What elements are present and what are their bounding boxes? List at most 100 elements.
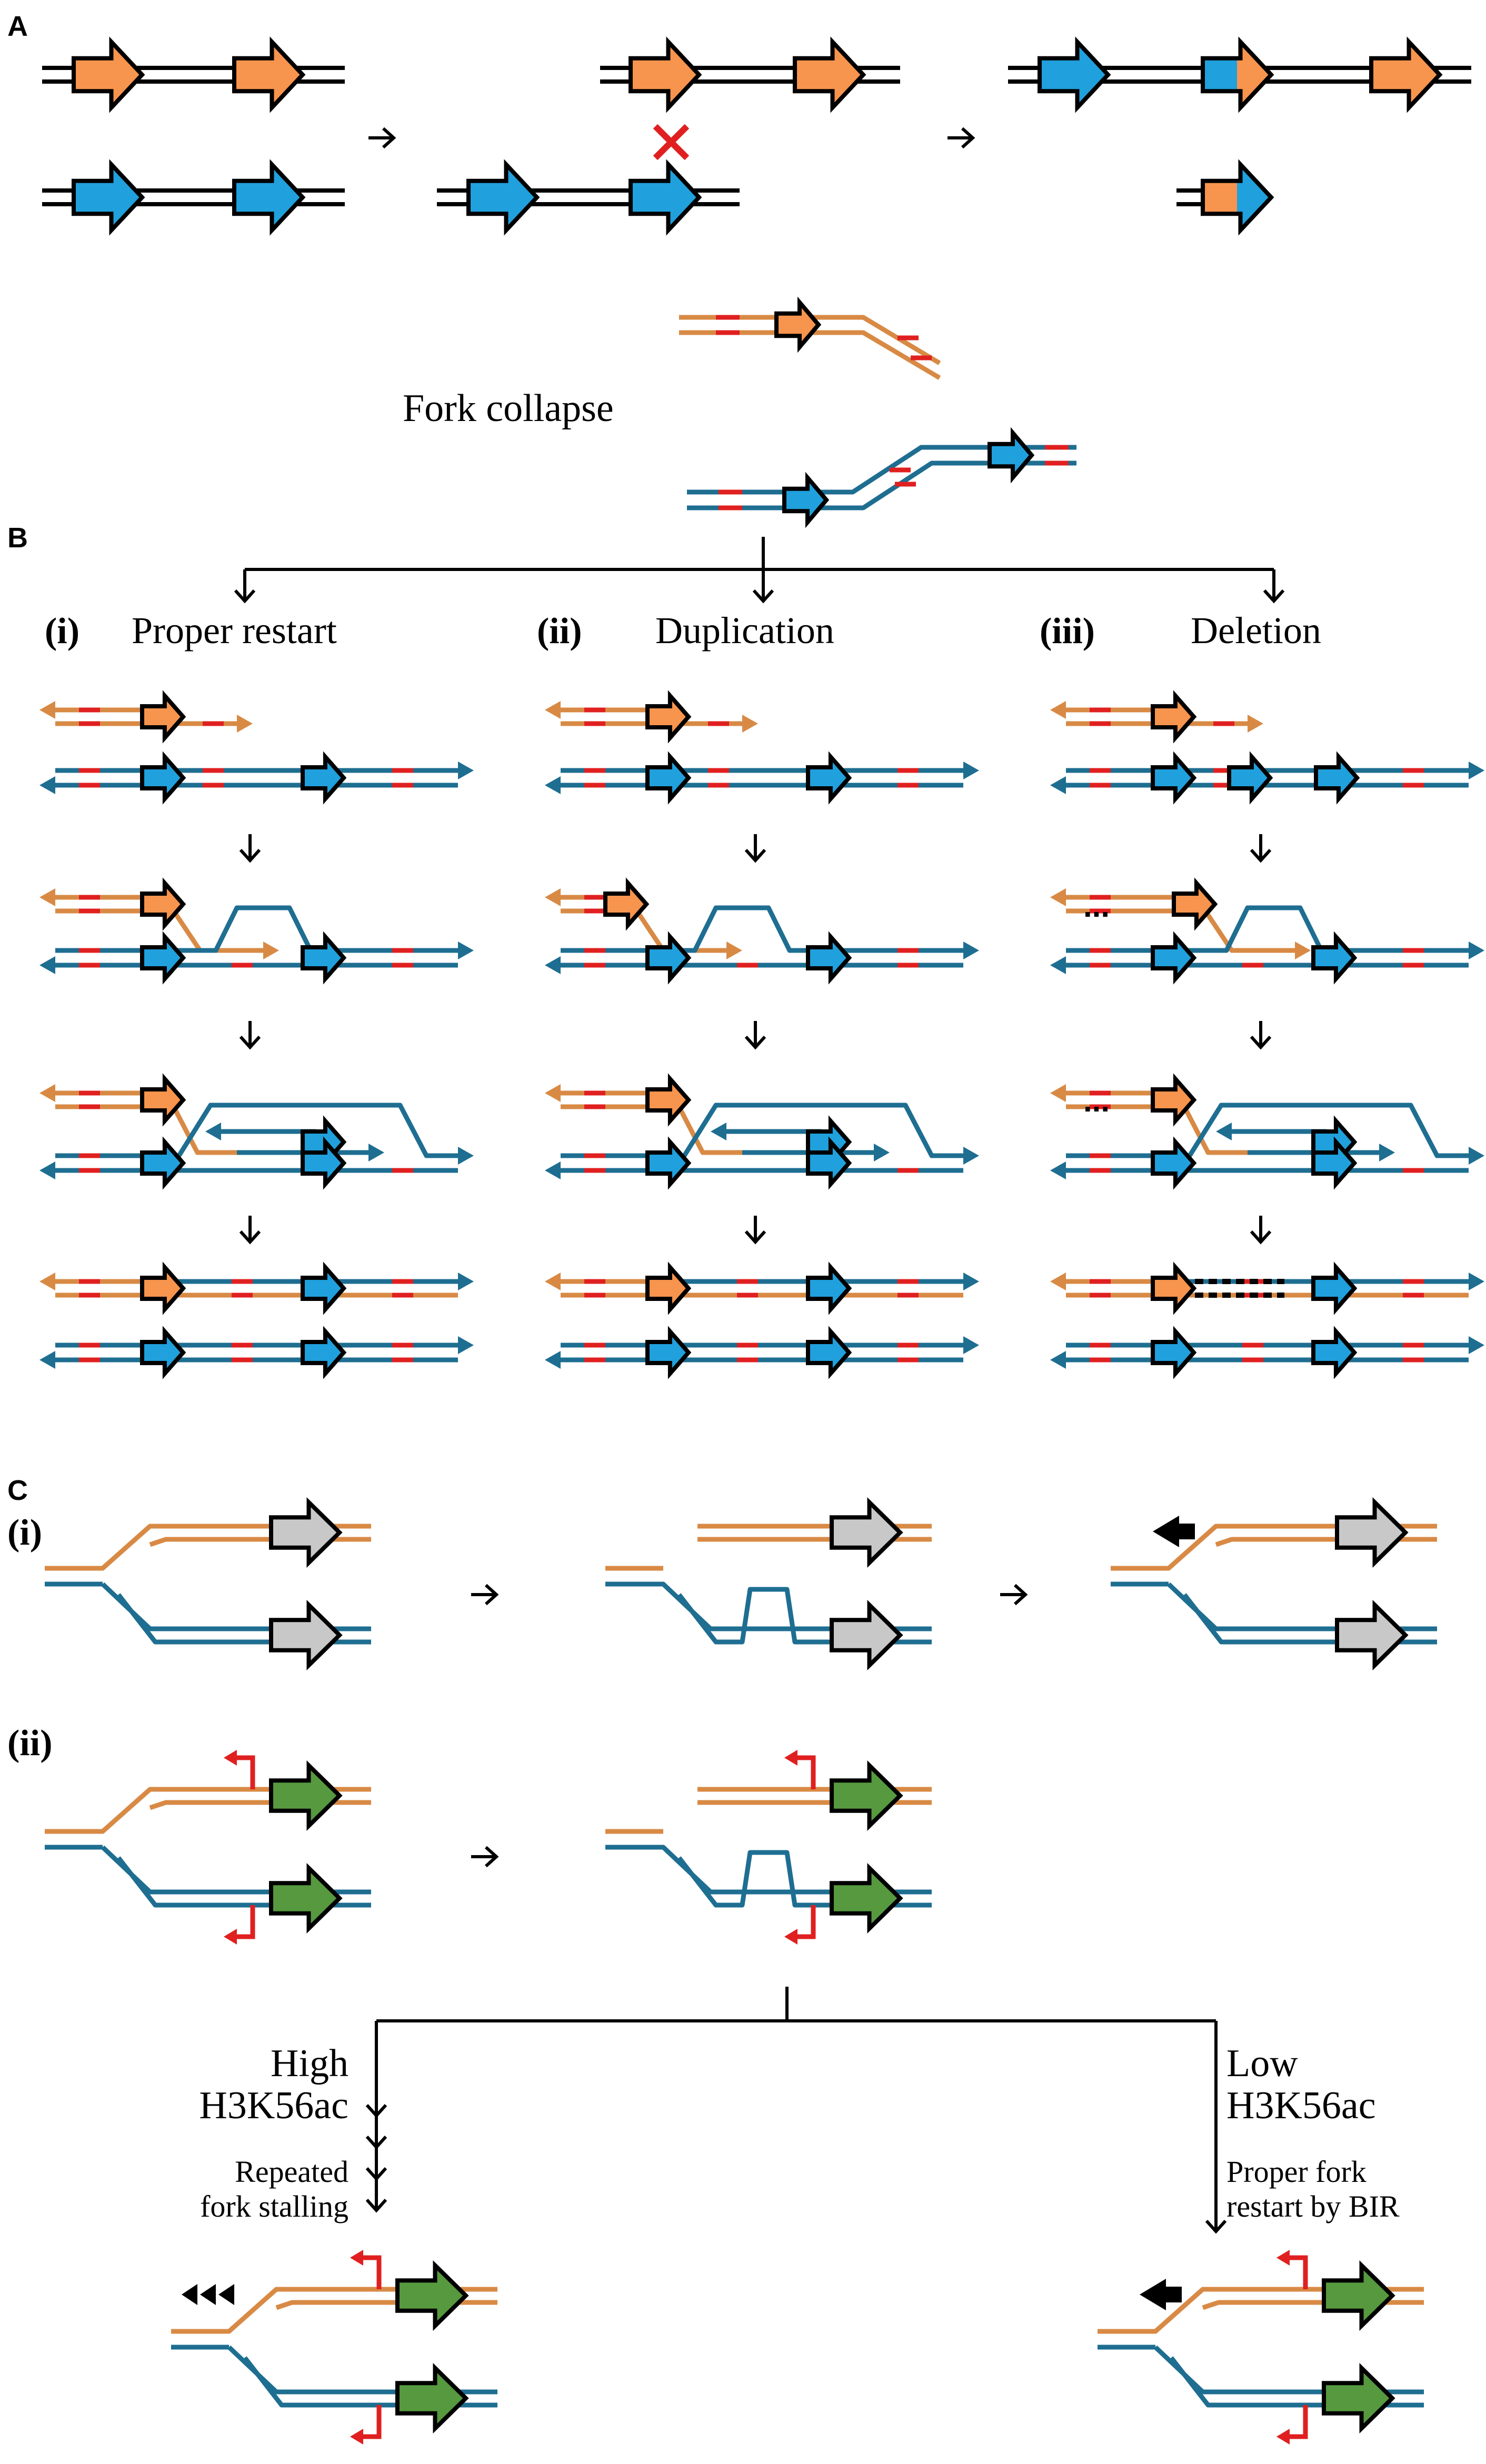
gene-arrow-icon: [645, 1326, 692, 1379]
strand-end-arrow: [545, 1351, 561, 1369]
strand-end-arrow: [1469, 1336, 1484, 1354]
row-i-numeral: (i): [7, 1513, 42, 1553]
strand-end-arrow: [1469, 941, 1484, 959]
arrow-down-icon: [1250, 834, 1272, 863]
gene-arrow-icon: [140, 877, 186, 931]
strand-end-arrow: [39, 956, 55, 974]
low-label-line1: Low: [1226, 2042, 1298, 2085]
chimeric-gene-icon: [1201, 36, 1274, 113]
orange-strand: [149, 1537, 371, 1547]
column-i-numeral: (i): [45, 611, 79, 652]
step-arrow-icon: [471, 1846, 499, 1868]
blue-strand: [1166, 1582, 1437, 1631]
strand-end-arrow: [726, 941, 742, 959]
strand-end-arrow: [458, 1336, 474, 1354]
gene-arrow-icon: [1322, 2362, 1395, 2434]
strand-end-arrow: [458, 1273, 474, 1290]
blue-strand: [227, 2345, 497, 2395]
orange-strand: [1111, 1524, 1437, 1571]
strand-end-arrow: [545, 956, 561, 974]
orange-strand: [1215, 1537, 1437, 1547]
column-iii-title: Deletion: [1191, 609, 1321, 652]
transcription-arrow-icon: [218, 2284, 234, 2305]
strand-end-arrow: [39, 1351, 55, 1369]
orange-strand: [149, 1800, 371, 1810]
gene-arrow-icon: [645, 690, 692, 744]
gene-arrow-icon: [1311, 1261, 1358, 1315]
gene-arrow-icon: [1322, 2260, 1395, 2331]
strand-end-arrow: [263, 941, 279, 959]
arrow-down-icon: [239, 834, 261, 863]
strand-end-arrow: [1050, 701, 1066, 719]
strand-end-arrow: [1050, 1273, 1066, 1290]
strand-end-arrow: [39, 1273, 55, 1290]
panel-b-letter: B: [7, 522, 28, 554]
arrow-down-icon: [744, 834, 766, 863]
strand-end-arrow: [205, 1123, 221, 1140]
promoter-arrow-icon: [1276, 2250, 1290, 2266]
strand-end-arrow: [39, 888, 55, 906]
orange-strand: [1098, 2287, 1424, 2334]
strand-end-arrow: [1379, 1144, 1395, 1161]
arrow-down-icon: [239, 1021, 261, 1050]
promoter-arrow-icon: [797, 1905, 816, 1939]
strand-end-arrow: [458, 762, 474, 779]
promoter-arrow-icon: [350, 2429, 363, 2445]
blue-strand: [677, 1850, 932, 1908]
row-ii-numeral: (ii): [7, 1723, 53, 1764]
promoter-arrow-icon: [363, 2255, 382, 2289]
orange-strand: [171, 2287, 497, 2334]
gene-arrow-icon: [830, 1599, 903, 1671]
orange-gene-icon: [793, 36, 866, 113]
orange-strand: [275, 2300, 497, 2310]
gene-arrow-icon: [140, 1073, 186, 1127]
promoter-arrow-icon: [237, 1905, 255, 1939]
strand-end-arrow: [963, 1273, 979, 1290]
strand-end-arrow: [963, 1147, 979, 1165]
gene-arrow-icon: [140, 690, 186, 744]
gene-arrow-icon: [1151, 1073, 1197, 1127]
blue-gene-icon: [629, 159, 702, 236]
orange-gene-icon: [232, 36, 306, 113]
promoter-arrow-icon: [1290, 2255, 1308, 2289]
strand-end-arrow: [874, 1144, 890, 1161]
arrow-down-icon: [1250, 1021, 1272, 1050]
column-ii-title: Duplication: [655, 609, 834, 652]
strand-end-arrow: [963, 762, 979, 779]
tree-arrow-icon: [1263, 569, 1285, 604]
dna-strand: [1066, 908, 1295, 953]
dna-strand: [1066, 1104, 1248, 1155]
low-sub-line2: restart by BIR: [1226, 2189, 1400, 2223]
orange-strand: [1202, 2300, 1424, 2310]
strand-end-arrow: [1248, 715, 1263, 733]
strand-end-arrow: [1050, 956, 1066, 974]
blue-strand: [101, 1582, 371, 1631]
strand-end-arrow: [1216, 1123, 1232, 1140]
orange-gene-icon: [72, 36, 145, 113]
promoter-arrow-icon: [1276, 2429, 1290, 2445]
arrow-down-icon: [744, 1021, 766, 1050]
transcription-arrow-icon: [1153, 1516, 1195, 1547]
gene-arrow-icon: [140, 1326, 186, 1379]
orange-gene-icon: [1369, 36, 1443, 113]
high-sub-line1: Repeated: [235, 2155, 348, 2189]
strand-end-arrow: [1469, 762, 1484, 779]
strand-end-arrow: [1050, 776, 1066, 794]
orange-strand: [679, 315, 941, 365]
high-label-line2: H3K56ac: [199, 2084, 348, 2127]
column-iii-numeral: (iii): [1040, 611, 1095, 652]
gene-arrow-icon: [1172, 877, 1218, 931]
strand-end-arrow: [1469, 1147, 1484, 1165]
step-arrow-icon: [368, 127, 396, 149]
low-label-line2: H3K56ac: [1226, 2084, 1376, 2127]
strand-end-arrow: [1295, 941, 1311, 959]
fork-collapse-label: Fork collapse: [403, 387, 614, 430]
orange-strand: [45, 1524, 371, 1571]
high-label-line1: High: [271, 2042, 348, 2085]
strand-end-arrow: [39, 701, 55, 719]
strand-end-arrow: [711, 1123, 726, 1140]
gene-arrow-icon: [1151, 1326, 1197, 1379]
gene-arrow-icon: [301, 931, 347, 985]
gene-arrow-icon: [806, 1136, 852, 1190]
step-arrow-icon: [948, 127, 975, 149]
